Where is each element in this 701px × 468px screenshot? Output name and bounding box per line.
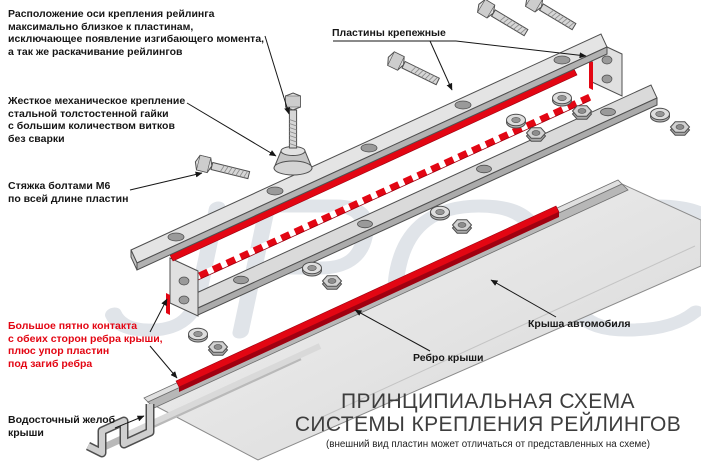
label-rib: Ребро крыши — [413, 352, 484, 364]
leader-rigid-note — [186, 102, 277, 157]
roof-bend-line — [319, 245, 696, 419]
rail-axis-bolt — [285, 92, 301, 149]
leader-rib — [354, 309, 431, 352]
end-bracket-left — [166, 257, 199, 317]
bracket-hole — [178, 295, 190, 305]
mount-plate-1 — [130, 33, 608, 271]
roof-gutter — [85, 343, 322, 458]
note-line: максимально близкое к пластинам, — [8, 20, 194, 33]
plate-hole — [600, 107, 616, 117]
title-line-1: ПРИНЦИПИАЛЬНАЯ СХЕМА — [341, 390, 635, 413]
bracket-red-edge — [166, 293, 170, 315]
washer — [552, 91, 572, 107]
note-line: стальной толстостенной гайки — [8, 107, 169, 120]
note-rigid: Жесткое механическое крепление стальной … — [8, 95, 185, 145]
plate-hole — [553, 55, 571, 65]
bolt-m6 — [193, 154, 252, 183]
leader-roof — [490, 279, 557, 318]
bracket-hole — [601, 55, 613, 65]
note-line: а так же раскачивание рейлингов — [8, 45, 183, 58]
bolt-m6 — [522, 0, 579, 34]
plate-hole — [360, 143, 378, 153]
note-contact: Большое пятно контакта с обеих сторон ре… — [8, 320, 163, 370]
title-subtitle: (внешний вид пластин может отличаться от… — [325, 439, 650, 450]
bolt-m6 — [384, 50, 442, 89]
title-block: ПРИНЦИПИАЛЬНАЯ СХЕМА СИСТЕМЫ КРЕПЛЕНИЯ Р… — [278, 390, 698, 450]
leader-axis-note — [264, 35, 290, 115]
bracket-red-edge — [589, 60, 593, 90]
washer — [188, 327, 208, 343]
note-line: исключающее появление изгибающего момент… — [8, 33, 265, 46]
note-line: с большим количеством витков — [8, 120, 175, 133]
note-line: Водосточный желоб — [8, 414, 116, 426]
leader-gutter — [114, 415, 145, 429]
thick-nut-cone — [273, 146, 313, 176]
bolt-m6 — [474, 0, 531, 40]
note-line: с обеих сторон ребра крыши, — [8, 332, 163, 345]
nut — [572, 105, 592, 120]
note-axis: Расположение оси крепления рейлинга макс… — [8, 8, 264, 58]
washer — [302, 261, 322, 277]
nut — [670, 121, 690, 136]
washer — [650, 107, 670, 123]
washer — [430, 205, 450, 221]
note-line: плюс упор пластин — [8, 345, 110, 358]
gutter-profile — [86, 404, 153, 456]
plate-hole — [233, 275, 249, 285]
leader-bolts-note — [129, 171, 203, 191]
leader-lines — [114, 35, 587, 429]
plate-hole — [454, 100, 472, 110]
note-line: под загиб ребра — [8, 357, 93, 370]
bracket-hole — [601, 74, 613, 84]
washer — [506, 113, 526, 129]
plate-hole — [476, 164, 492, 174]
note-line: по всей длине пластин — [8, 192, 129, 205]
note-line: крыши — [8, 426, 44, 439]
nut — [322, 275, 342, 290]
note-line: Стяжка болтами М6 — [8, 180, 111, 192]
leader-contact-2 — [149, 345, 178, 379]
nut — [526, 127, 546, 142]
note-line: Большое пятно контакта — [8, 320, 138, 332]
leader-plate-2 — [455, 40, 587, 59]
gutter-channel — [122, 343, 322, 439]
bracket-hole — [178, 276, 190, 286]
note-gutter: Водосточный желоб крыши — [8, 414, 115, 439]
note-bolts: Стяжка болтами М6 по всей длине пластин — [8, 180, 128, 205]
label-plates: Пластины крепежные — [332, 27, 446, 39]
car-roof — [143, 179, 701, 461]
label-roof: Крыша автомобиля — [528, 318, 631, 330]
leader-contact-1 — [149, 298, 168, 333]
note-line: Жесткое механическое крепление — [8, 95, 186, 107]
leader-plate-1 — [429, 40, 453, 91]
nut — [208, 341, 228, 356]
plate-hole — [167, 232, 185, 242]
nut — [452, 219, 472, 234]
title-line-2: СИСТЕМЫ КРЕПЛЕНИЯ РЕЙЛИНГОВ — [294, 413, 682, 436]
plate-hole — [357, 219, 373, 229]
rib-red-strip-side — [179, 212, 559, 392]
dashed-red-strip — [184, 93, 592, 286]
note-line: Расположение оси крепления рейлинга — [8, 8, 215, 20]
note-line: без сварки — [8, 132, 65, 145]
plate-hole — [266, 186, 284, 196]
